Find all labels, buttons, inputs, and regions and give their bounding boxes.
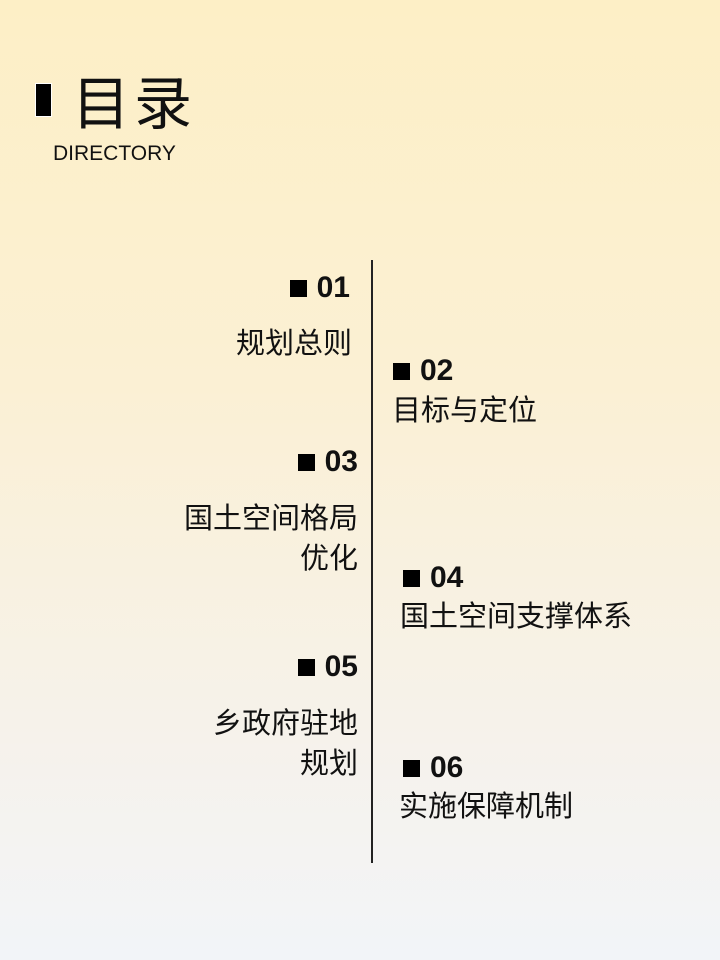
item-02-label[interactable]: 目标与定位 (392, 390, 537, 430)
label-line: 国土空间支撑体系 (400, 599, 633, 633)
label-line: 实施保障机制 (399, 789, 574, 823)
item-06-label[interactable]: 实施保障机制 (399, 786, 573, 826)
label-line: 规划总则 (235, 326, 352, 360)
title-marker (35, 83, 52, 117)
item-01-number: 01 (289, 270, 350, 306)
square-icon (297, 658, 315, 676)
number: 04 (430, 561, 464, 594)
item-05-number: 05 (297, 649, 358, 685)
square-icon (403, 759, 420, 777)
item-03-label[interactable]: 国土空间格局优化 (184, 498, 358, 578)
label-line: 优化 (299, 541, 358, 575)
item-04-number: 04 (403, 560, 463, 596)
label-line: 规划 (299, 746, 358, 780)
square-icon (297, 453, 315, 471)
label-line: 目标与定位 (392, 393, 538, 427)
square-icon (289, 279, 307, 297)
item-05-label[interactable]: 乡政府驻地规划 (213, 703, 358, 783)
timeline-divider (371, 260, 373, 863)
number: 01 (316, 271, 350, 304)
item-04-label[interactable]: 国土空间支撑体系 (400, 596, 632, 636)
number: 03 (324, 445, 358, 478)
label-line: 乡政府驻地 (212, 706, 358, 740)
square-icon (393, 362, 410, 380)
number: 02 (420, 354, 454, 387)
page-title: 目录 (72, 70, 197, 138)
number: 06 (430, 751, 464, 784)
item-02-number: 02 (393, 353, 453, 389)
item-03-number: 03 (297, 444, 358, 480)
page-subtitle: DIRECTORY (53, 142, 176, 165)
number: 05 (324, 650, 358, 683)
square-icon (403, 569, 420, 587)
item-06-number: 06 (403, 750, 463, 786)
item-01-label[interactable]: 规划总则 (236, 323, 352, 363)
label-line: 国土空间格局 (183, 501, 358, 535)
